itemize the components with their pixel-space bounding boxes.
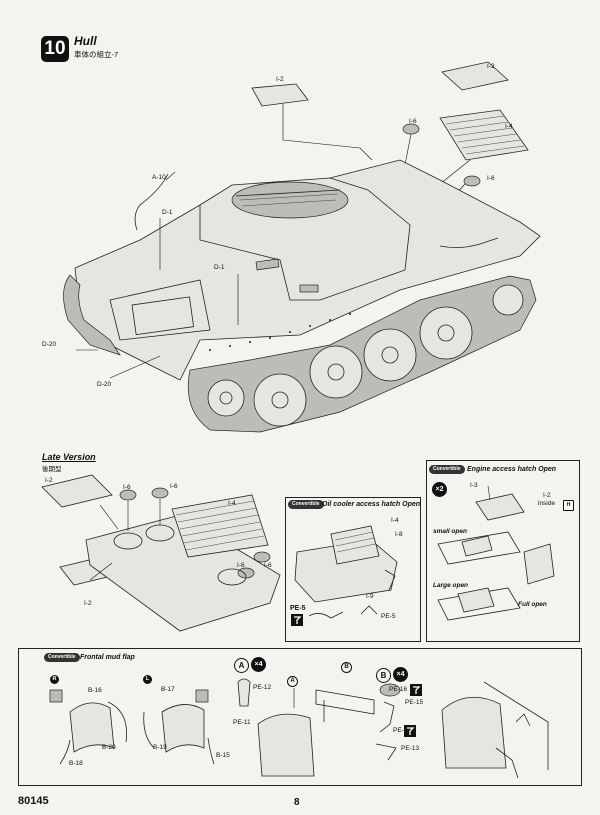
late-version-title: Late Version <box>42 452 96 462</box>
track-front-left <box>63 274 121 356</box>
roadwheel-2 <box>309 345 363 399</box>
late-label-i4: I-4 <box>228 500 236 507</box>
mud-flap-convertible-badge: Convertible <box>44 653 80 662</box>
engine-label-large-open: Large open <box>433 582 469 589</box>
grille-i4 <box>439 109 529 161</box>
engine-label-small-open: small open <box>433 528 467 535</box>
label-pe14: PE-14 <box>393 727 412 734</box>
roadwheel-3 <box>363 328 417 382</box>
step-a-multiplier: ×4 <box>251 657 266 672</box>
roadwheel-4 <box>419 306 473 360</box>
step-subtitle: 車体の組立-7 <box>74 50 119 59</box>
engine-label-i2: I-2 <box>543 492 551 499</box>
right-side-badge: R <box>50 675 59 684</box>
idler-wheel <box>492 284 524 316</box>
label-b20: B-20 <box>102 744 116 751</box>
engine-convertible-badge: Convertible <box>429 465 465 474</box>
label-b15: B-15 <box>216 752 230 759</box>
label-d1-mid: D-1 <box>214 264 225 271</box>
label-a10: A-10 <box>152 174 166 181</box>
left-side-badge: L <box>143 675 152 684</box>
label-pe11: PE-11 <box>233 719 251 726</box>
engine-label-inside: inside <box>538 500 555 507</box>
cap-i6-right <box>463 175 481 187</box>
hatch-i2-right <box>441 61 509 91</box>
label-pe12: PE-12 <box>253 684 272 691</box>
label-d20-b: D-20 <box>97 381 112 388</box>
mud-flap-panel <box>18 648 582 786</box>
label-b16: B-16 <box>88 687 102 694</box>
product-code: 80145 <box>18 795 49 807</box>
late-version-drawing <box>41 474 281 632</box>
cap-i6-top <box>402 123 420 135</box>
label-pe16: PE-16 <box>389 686 408 693</box>
pe-tool-icon-mudflap <box>410 684 422 696</box>
late-version-subtitle: 後期型 <box>42 466 62 473</box>
drive-sprocket <box>207 379 245 417</box>
label-d20-a: D-20 <box>42 341 57 348</box>
step-b-badge: B <box>376 668 391 683</box>
small-a-marker: A <box>287 676 298 687</box>
step-a-badge: A <box>234 658 249 673</box>
oil-label-i4: I-4 <box>391 517 399 524</box>
late-label-i2-bottom: I-2 <box>84 600 92 607</box>
label-i2-right: I-2 <box>487 63 495 70</box>
oil-label-i9: I-9 <box>366 593 374 600</box>
engine-hatch-drawing <box>437 485 555 621</box>
label-d1-left: D-1 <box>162 209 173 216</box>
label-pe15: PE-15 <box>405 699 424 706</box>
mud-flap-drawing <box>49 678 549 779</box>
step-number-badge: 10 <box>41 36 69 62</box>
label-i4: I-4 <box>505 123 513 130</box>
main-hull-drawing <box>63 61 541 433</box>
late-label-i6-c: I-6 <box>237 562 245 569</box>
page-number: 8 <box>294 797 300 808</box>
hatch-i2-left <box>251 83 309 107</box>
roadwheel-1 <box>253 373 307 427</box>
step-title: Hull <box>74 34 97 48</box>
engine-hatch-panel <box>426 460 580 642</box>
oil-pe5-title: PE-5 <box>290 605 306 612</box>
late-label-i6-d: I-6 <box>264 562 272 569</box>
oil-cooler-title: Oil cooler access hatch Open <box>322 501 421 508</box>
engine-hatch-title: Engine access hatch Open <box>467 466 557 473</box>
h-icon: H <box>563 500 574 511</box>
late-label-i2-top: I-2 <box>45 477 53 484</box>
label-b19: B-19 <box>153 744 167 751</box>
label-b17: B-17 <box>161 686 175 693</box>
late-label-i6-b: I-6 <box>170 483 178 490</box>
late-grille <box>171 494 269 558</box>
mud-flap-title: Frontal mud flap <box>80 654 135 661</box>
step-b-multiplier: ×4 <box>393 667 408 682</box>
oil-cooler-convertible-badge: Convertible <box>288 500 324 509</box>
label-i2-left: I-2 <box>276 76 284 83</box>
engine-multiplier-badge: ×2 <box>432 482 447 497</box>
engine-label-i3: I-3 <box>470 482 478 489</box>
engine-label-full-open: Full open <box>518 601 547 608</box>
late-label-i6-a: I-6 <box>123 484 131 491</box>
late-hatch-top <box>41 474 113 508</box>
oil-cooler-panel <box>285 497 421 642</box>
small-b-marker: B <box>341 662 352 673</box>
oil-label-i8: I-8 <box>395 531 403 538</box>
oil-cooler-drawing <box>294 525 398 619</box>
turret-opening <box>231 181 349 219</box>
label-i6-top: I-6 <box>409 118 417 125</box>
label-pe13: PE-13 <box>401 745 420 752</box>
pe-tool-icon-mudflap-2 <box>404 725 416 737</box>
oil-label-pe5: PE-5 <box>381 613 396 620</box>
pe-tool-icon <box>291 614 303 626</box>
label-i6-right: I-6 <box>487 175 495 182</box>
label-b18: B-18 <box>69 760 83 767</box>
